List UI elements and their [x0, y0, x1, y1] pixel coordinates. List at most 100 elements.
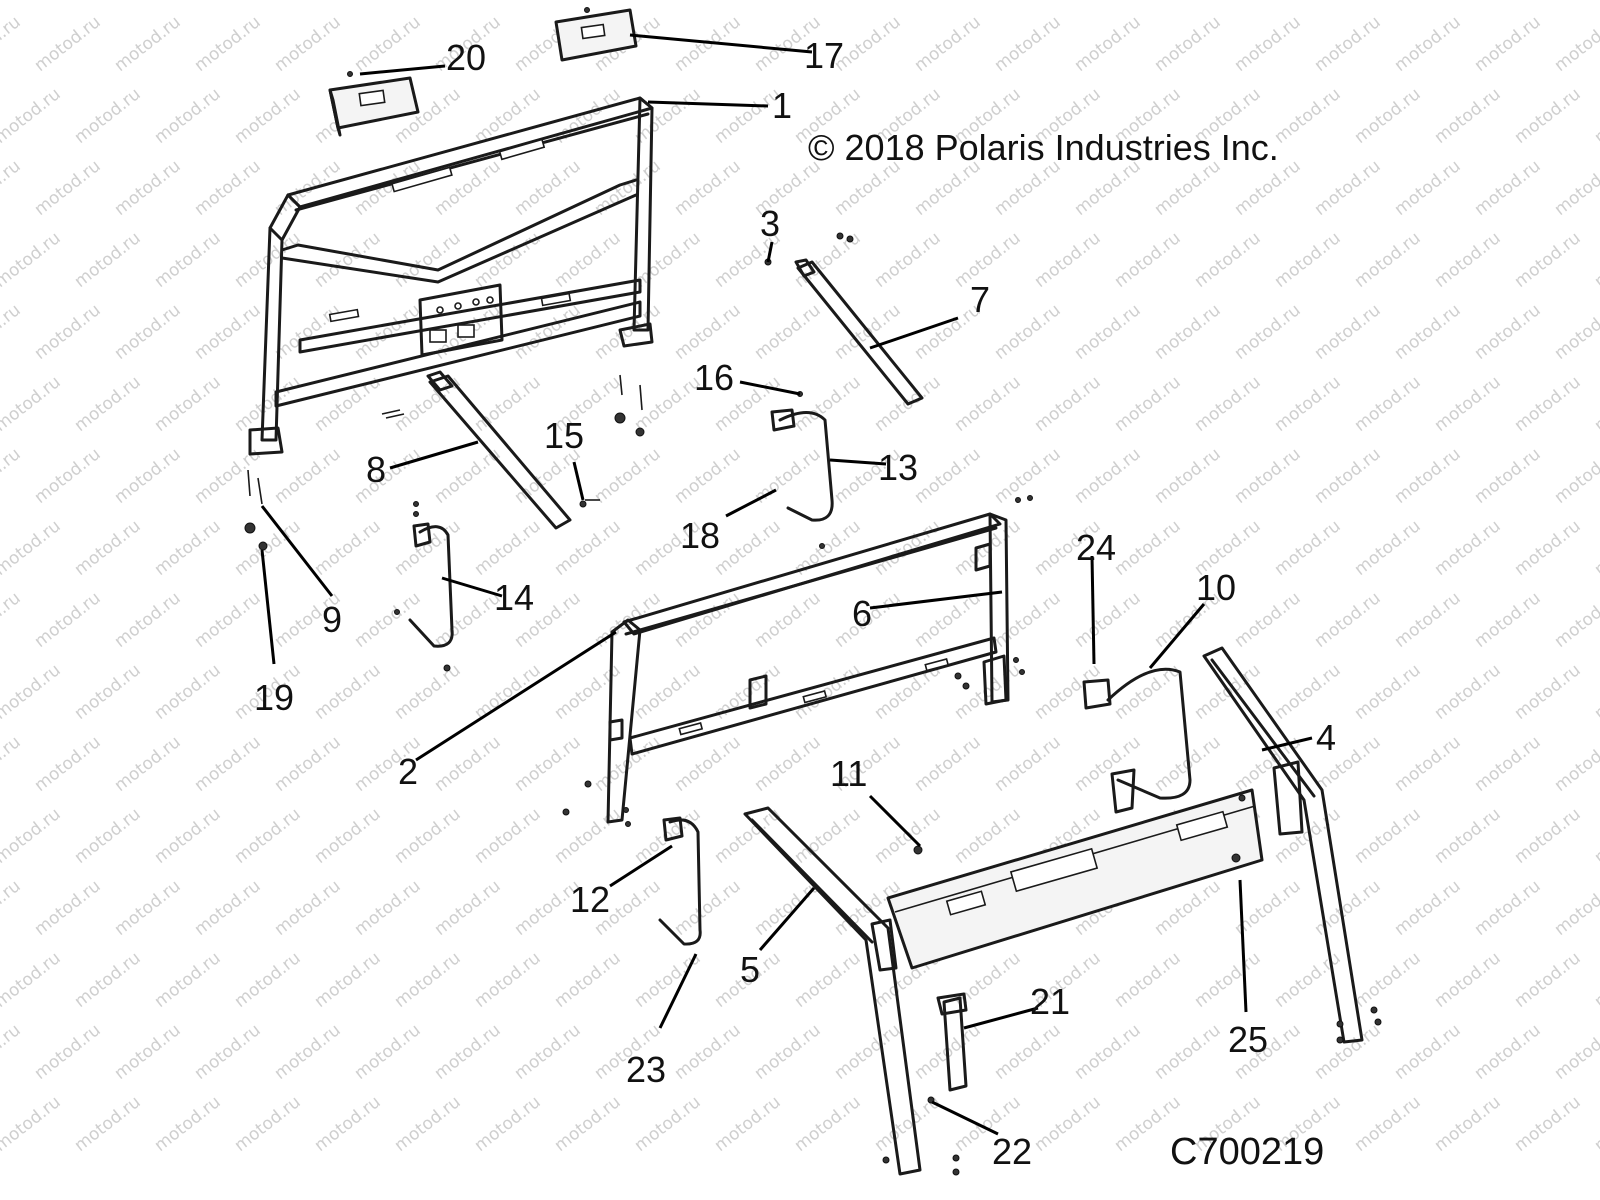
watermark-text: motod.ru: [1511, 372, 1585, 436]
watermark-text: motod.ru: [1431, 1092, 1505, 1156]
part-20-light-cover: [328, 71, 420, 137]
watermark-text: motod.ru: [471, 804, 545, 868]
watermark-text: motod.ru: [231, 804, 305, 868]
watermark-text: motod.ru: [1511, 660, 1585, 724]
watermark-text: motod.ru: [1391, 1020, 1465, 1084]
watermark-text: motod.ru: [1551, 1020, 1600, 1084]
watermark-text: motod.ru: [351, 876, 425, 940]
watermark-text: motod.ru: [231, 372, 305, 436]
watermark-text: motod.ru: [1351, 948, 1425, 1012]
part-1-cab-frame: [248, 96, 654, 456]
watermark-text: motod.ru: [1151, 300, 1225, 364]
watermark-text: motod.ru: [551, 1092, 625, 1156]
watermark-text: motod.ru: [1191, 948, 1265, 1012]
watermark-text: motod.ru: [1231, 588, 1305, 652]
watermark-text: motod.ru: [1391, 588, 1465, 652]
watermark-text: motod.ru: [1591, 804, 1600, 868]
callout-2: 2: [398, 751, 418, 792]
watermark-text: motod.ru: [1311, 156, 1385, 220]
watermark-text: motod.ru: [1191, 228, 1265, 292]
watermark-text: motod.ru: [1271, 0, 1345, 4]
watermark-text: motod.ru: [31, 12, 105, 76]
watermark-text: motod.ru: [471, 372, 545, 436]
watermark-text: motod.ru: [0, 228, 65, 292]
copyright-notice: © 2018 Polaris Industries Inc.: [808, 127, 1279, 168]
watermark-text: motod.ru: [1071, 12, 1145, 76]
watermark-text: motod.ru: [1071, 444, 1145, 508]
watermark-text: motod.ru: [1391, 156, 1465, 220]
watermark-text: motod.ru: [151, 1092, 225, 1156]
watermark-text: motod.ru: [631, 228, 705, 292]
watermark-text: motod.ru: [471, 516, 545, 580]
watermark-text: motod.ru: [1511, 1092, 1585, 1156]
part-13-grab-handle: [770, 391, 834, 549]
callout-17: 17: [804, 35, 844, 76]
watermark-text: motod.ru: [1471, 300, 1545, 364]
watermark-text: motod.ru: [111, 12, 185, 76]
watermark-text: motod.ru: [351, 1020, 425, 1084]
watermark-text: motod.ru: [551, 660, 625, 724]
watermark-text: motod.ru: [1111, 228, 1185, 292]
watermark-text: motod.ru: [71, 372, 145, 436]
watermark-text: motod.ru: [0, 1092, 65, 1156]
watermark-text: motod.ru: [1231, 444, 1305, 508]
watermark-text: motod.ru: [471, 0, 545, 4]
watermark-text: motod.ru: [1151, 12, 1225, 76]
watermark-text: motod.ru: [111, 300, 185, 364]
watermark-text: motod.ru: [271, 444, 345, 508]
watermark-text: motod.ru: [351, 444, 425, 508]
watermark-text: motod.ru: [551, 804, 625, 868]
watermark-text: motod.ru: [71, 228, 145, 292]
callout-11: 11: [830, 753, 867, 794]
watermark-text: motod.ru: [1431, 372, 1505, 436]
watermark-text: motod.ru: [1391, 300, 1465, 364]
watermark-text: motod.ru: [1151, 444, 1225, 508]
watermark-text: motod.ru: [631, 804, 705, 868]
watermark-text: motod.ru: [1351, 660, 1425, 724]
watermark-text: motod.ru: [71, 948, 145, 1012]
callout-9: 9: [322, 599, 342, 640]
callout-13: 13: [878, 447, 918, 488]
watermark-text: motod.ru: [1471, 1020, 1545, 1084]
watermark-text: motod.ru: [391, 228, 465, 292]
watermark-text: motod.ru: [671, 732, 745, 796]
part-10-grab-handle: [1082, 667, 1192, 814]
watermark-text: motod.ru: [591, 444, 665, 508]
watermark-text: motod.ru: [471, 948, 545, 1012]
watermark-text: motod.ru: [791, 0, 865, 4]
callout-14: 14: [494, 577, 534, 618]
watermark-text: motod.ru: [431, 1020, 505, 1084]
watermark-text: motod.ru: [1511, 0, 1585, 4]
rear-panel: [886, 788, 1264, 970]
watermark-text: motod.ru: [951, 660, 1025, 724]
watermark-text: motod.ru: [471, 660, 545, 724]
watermark-text: motod.ru: [1391, 12, 1465, 76]
watermark-text: motod.ru: [311, 804, 385, 868]
watermark-text: motod.ru: [0, 948, 65, 1012]
watermark-text: motod.ru: [1311, 444, 1385, 508]
watermark-text: motod.ru: [391, 804, 465, 868]
watermark-text: motod.ru: [1431, 948, 1505, 1012]
watermark-text: motod.ru: [71, 660, 145, 724]
watermark-text: motod.ru: [0, 516, 65, 580]
watermark-text: motod.ru: [1391, 732, 1465, 796]
part-12-grab-handle: [658, 816, 702, 946]
watermark-text: motod.ru: [1351, 516, 1425, 580]
watermark-text: motod.ru: [1511, 804, 1585, 868]
part-8-brace: [381, 370, 572, 530]
callout-22: 22: [992, 1131, 1032, 1172]
watermark-text: motod.ru: [0, 732, 25, 796]
callout-8: 8: [366, 449, 386, 490]
part-4-rear-post: [1202, 646, 1382, 1044]
watermark-text: motod.ru: [311, 516, 385, 580]
watermark-text: motod.ru: [551, 228, 625, 292]
watermark-text: motod.ru: [151, 228, 225, 292]
watermark-text: motod.ru: [1351, 1092, 1425, 1156]
watermark-text: motod.ru: [871, 228, 945, 292]
watermark-text: motod.ru: [1431, 660, 1505, 724]
watermark-text: motod.ru: [31, 588, 105, 652]
callout-25: 25: [1228, 1019, 1268, 1060]
watermark-text: motod.ru: [0, 0, 65, 4]
watermark-text: motod.ru: [1311, 588, 1385, 652]
watermark-text: motod.ru: [791, 372, 865, 436]
